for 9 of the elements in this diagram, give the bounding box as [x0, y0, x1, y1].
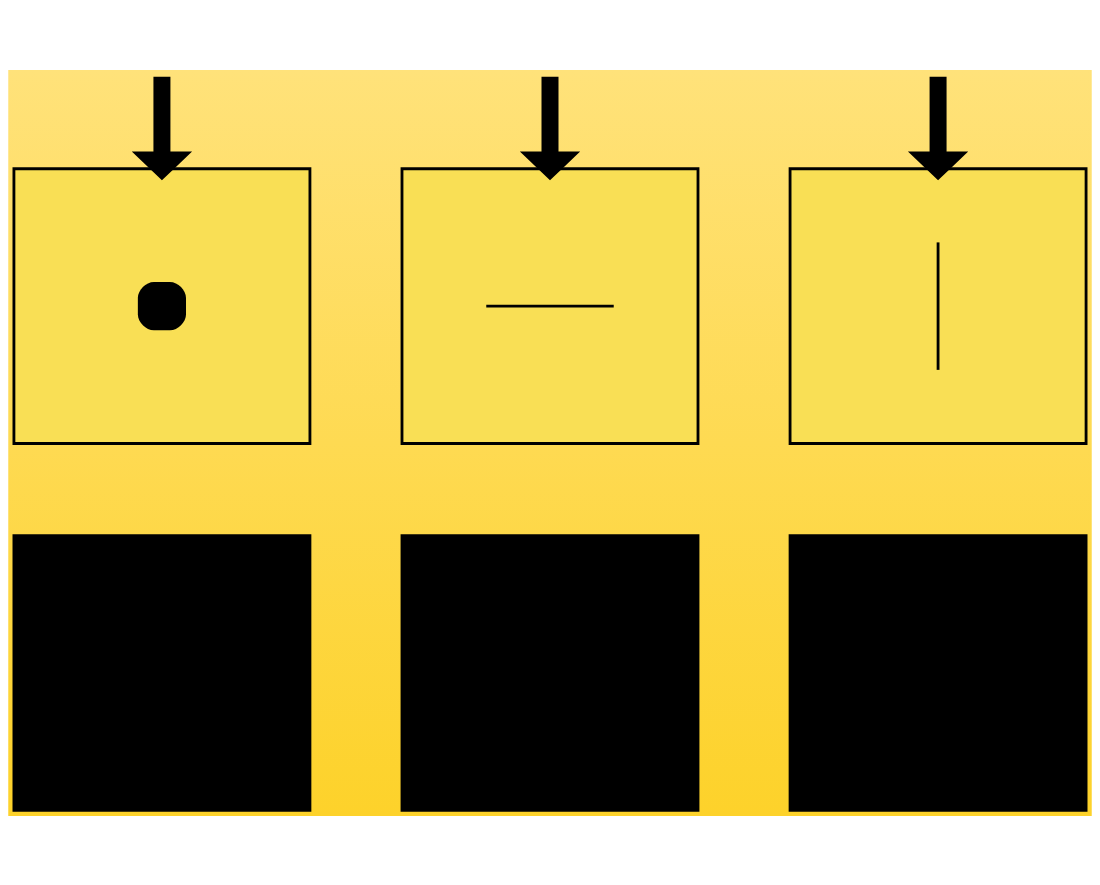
arrow [907, 76, 969, 180]
node-box [788, 166, 1088, 445]
node-box [788, 533, 1088, 812]
node-box [12, 533, 312, 812]
node-box [12, 166, 312, 445]
arrow [519, 76, 581, 180]
node-box [400, 166, 700, 445]
node-box [400, 533, 700, 812]
arrow [131, 76, 193, 180]
